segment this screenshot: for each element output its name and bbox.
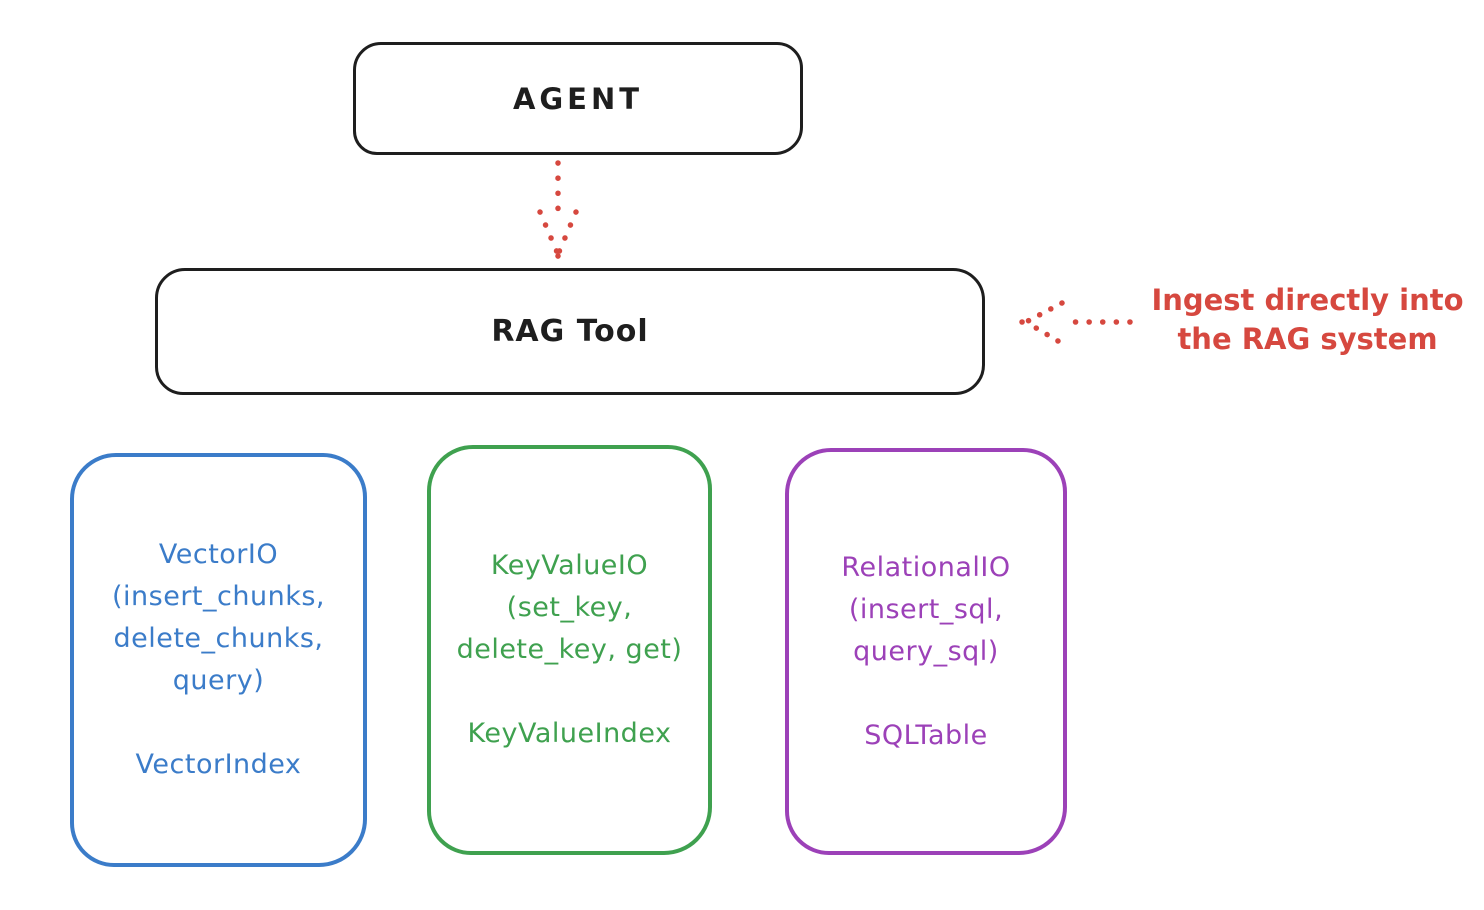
keyvalueio-provider-box: KeyValueIO (set_key, delete_key, get) Ke… <box>427 445 712 855</box>
rag-tool-box: RAG Tool <box>155 268 985 395</box>
relationalio-provider-text: RelationalIO (insert_sql, query_sql) SQL… <box>841 551 1011 751</box>
agent-box: AGENT <box>353 42 803 155</box>
ingest-dotted-arrow-icon <box>1019 300 1133 344</box>
keyvalueio-provider-text: KeyValueIO (set_key, delete_key, get) Ke… <box>456 550 683 749</box>
rag-tool-label: RAG Tool <box>491 314 649 349</box>
agent-to-rag-dotted-arrow-icon <box>537 160 579 259</box>
ingest-annotation-text: Ingest directly into the RAG system <box>1151 283 1464 356</box>
relationalio-provider-box: RelationalIO (insert_sql, query_sql) SQL… <box>785 448 1067 855</box>
vectorio-provider-text: VectorIO (insert_chunks, delete_chunks, … <box>112 539 325 780</box>
vectorio-provider-box: VectorIO (insert_chunks, delete_chunks, … <box>70 453 367 867</box>
agent-label: AGENT <box>512 81 644 116</box>
